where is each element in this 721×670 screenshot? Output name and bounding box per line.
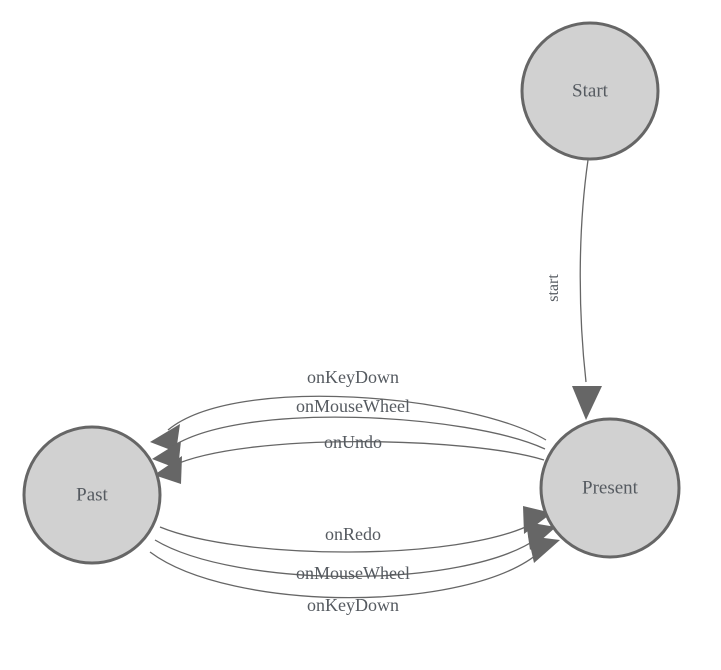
edge-past-to-present-onredo[interactable]: onRedo [159, 506, 552, 553]
edge-past-to-present-onkeydown[interactable]: onKeyDown [149, 536, 560, 615]
edge-past-to-present-onredo-path [159, 522, 535, 553]
edge-start-to-present-arrowhead [572, 386, 602, 420]
edge-past-to-present-onmousewheel-label: onMouseWheel [296, 563, 410, 583]
edge-present-to-past-onkeydown-path [167, 395, 547, 441]
node-start-label: Start [572, 80, 609, 101]
edge-present-to-past-onkeydown-label: onKeyDown [307, 367, 399, 387]
edge-present-to-past-onundo[interactable]: onUndo [154, 432, 545, 484]
edge-start-to-present[interactable]: start [545, 159, 602, 420]
node-present-label: Present [582, 477, 639, 498]
node-start[interactable]: Start [520, 21, 660, 161]
edge-past-to-present-onredo-label: onRedo [325, 524, 381, 544]
edge-past-to-present-onmousewheel[interactable]: onMouseWheel [154, 522, 556, 583]
node-past-label: Past [76, 484, 108, 505]
edge-present-to-past-onundo-path [171, 440, 545, 467]
node-present[interactable]: Present [539, 417, 681, 559]
edge-present-to-past-onundo-arrowhead [154, 456, 182, 484]
node-past-circle [22, 425, 162, 565]
edge-present-to-past-onundo-label: onUndo [324, 432, 382, 452]
edge-start-to-present-path [579, 159, 589, 383]
edge-present-to-past-onkeydown-arrowhead [150, 424, 180, 452]
edge-past-to-present-onkeydown-arrowhead [528, 536, 560, 563]
node-start-circle [520, 21, 660, 161]
edge-present-to-past-onmousewheel-label: onMouseWheel [296, 396, 410, 416]
edge-present-to-past-onkeydown[interactable]: onKeyDown [150, 367, 547, 452]
edge-start-to-present-label: start [545, 274, 562, 302]
edge-past-to-present-onkeydown-label: onKeyDown [307, 595, 399, 615]
edge-present-to-past-onmousewheel-path [169, 416, 546, 450]
edge-past-to-present-onkeydown-path [149, 550, 542, 599]
node-past[interactable]: Past [22, 425, 162, 565]
node-present-circle [539, 417, 681, 559]
edge-past-to-present-onmousewheel-path [154, 537, 539, 578]
